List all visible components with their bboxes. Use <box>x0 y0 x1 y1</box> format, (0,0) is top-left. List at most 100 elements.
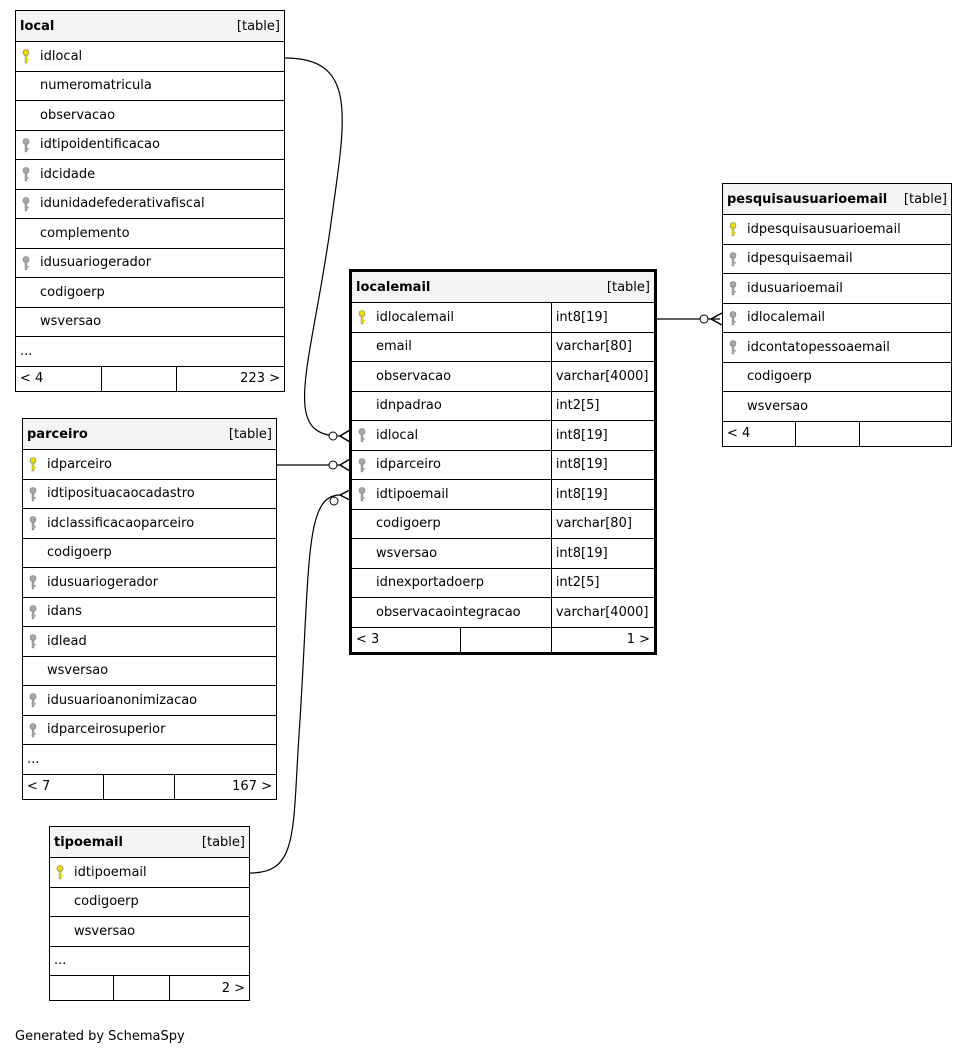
foreign-key-icon <box>358 428 366 443</box>
column-name: wsversao <box>40 314 102 330</box>
column-row[interactable]: observacao <box>16 100 284 131</box>
column-row[interactable]: wsversao int8[19] <box>352 538 654 569</box>
column-row[interactable]: numeromatricula <box>16 70 284 101</box>
foreign-key-icon <box>29 604 37 619</box>
column-row[interactable]: codigoerp <box>16 277 284 308</box>
column-row[interactable]: idlocal <box>16 41 284 72</box>
link-tipoemail-circle <box>329 496 339 506</box>
column-row[interactable]: idtipoemail int8[19] <box>352 479 654 510</box>
column-type: int8[19] <box>550 538 654 569</box>
column-row[interactable]: idpesquisausuarioemail <box>723 214 951 245</box>
foreign-key-icon <box>29 486 37 501</box>
column-type: int8[19] <box>550 479 654 510</box>
column-name: wsversao <box>376 545 438 561</box>
foreign-key-icon <box>358 457 366 472</box>
column-name: idparceiro <box>376 457 441 473</box>
column-name: idparceiro <box>47 456 112 472</box>
column-row[interactable]: codigoerp <box>23 537 276 568</box>
table-name: parceiro <box>27 426 88 442</box>
table-tag: [table] <box>201 834 245 850</box>
column-name: idtiposituacaocadastro <box>47 486 195 502</box>
table-tag: [table] <box>236 18 280 34</box>
link-parceiro-circle <box>328 460 338 470</box>
column-row[interactable]: idunidadefederativafiscal <box>16 188 284 219</box>
foreign-key-icon <box>22 196 30 211</box>
column-row[interactable]: idlead <box>23 626 276 657</box>
column-name: observacao <box>376 368 452 384</box>
column-row[interactable]: idans <box>23 596 276 627</box>
table-header: localemail[table] <box>352 272 654 303</box>
column-name: codigoerp <box>74 894 139 910</box>
foreign-key-icon <box>22 255 30 270</box>
column-row[interactable]: idusuarioanonimizacao <box>23 685 276 716</box>
column-row[interactable]: wsversao <box>723 391 951 422</box>
column-name: idunidadefederativafiscal <box>40 196 205 212</box>
foreign-key-icon <box>729 281 737 296</box>
column-name: idtipoemail <box>376 486 449 502</box>
column-row[interactable]: idusuariogerador <box>16 247 284 278</box>
column-type: varchar[4000] <box>550 597 654 628</box>
column-row[interactable]: idusuarioemail <box>723 273 951 304</box>
footer-right <box>859 420 951 446</box>
primary-key-icon <box>22 49 30 64</box>
column-type: int2[5] <box>550 567 654 598</box>
column-row[interactable]: idtiposituacaocadastro <box>23 478 276 509</box>
column-row[interactable]: observacao varchar[4000] <box>352 361 654 392</box>
footer-left: < 3 <box>352 627 462 652</box>
column-name: email <box>376 339 412 355</box>
column-row[interactable]: idlocalemail <box>723 302 951 333</box>
column-row[interactable]: codigoerp <box>50 886 249 917</box>
foreign-key-icon <box>22 167 30 182</box>
column-row[interactable]: idclassificacaoparceiro <box>23 508 276 539</box>
more-columns-row: ... <box>50 945 249 976</box>
table-pesquisausuarioemail[interactable]: pesquisausuarioemail[table]idpesquisausu… <box>722 183 952 447</box>
column-row[interactable]: idcontatopessoaemail <box>723 332 951 363</box>
column-row[interactable]: wsversao <box>16 306 284 337</box>
column-row[interactable]: idtipoidentificacao <box>16 129 284 160</box>
column-row[interactable]: wsversao <box>23 655 276 686</box>
more-columns-row: ... <box>23 744 276 775</box>
column-row[interactable]: idcidade <box>16 159 284 190</box>
column-row[interactable]: codigoerp <box>723 361 951 392</box>
column-name: idans <box>47 604 82 620</box>
table-footer: < 3 1 > <box>352 626 654 652</box>
table-header: parceiro[table] <box>23 419 276 450</box>
foreign-key-icon <box>29 516 37 531</box>
foreign-key-icon <box>29 693 37 708</box>
link-local-circle <box>328 431 338 441</box>
footer-right: 1 > <box>550 627 654 652</box>
column-name: idparceirosuperior <box>47 722 166 738</box>
column-row[interactable]: idusuariogerador <box>23 567 276 598</box>
column-name: observacao <box>40 107 116 123</box>
column-row[interactable]: idparceirosuperior <box>23 714 276 745</box>
column-row[interactable]: idpesquisaemail <box>723 243 951 274</box>
column-row[interactable]: idparceiro <box>23 449 276 480</box>
foreign-key-icon <box>729 310 737 325</box>
footer-middle <box>113 975 170 1000</box>
table-footer: 2 > <box>50 975 249 1000</box>
footer-middle <box>460 627 552 652</box>
column-name: complemento <box>40 225 130 241</box>
column-type: varchar[80] <box>550 508 654 539</box>
column-name: idlocal <box>40 48 83 64</box>
column-row[interactable]: wsversao <box>50 916 249 947</box>
table-parceiro[interactable]: parceiro[table] idparceiro idtiposituacaoc… <box>22 418 277 800</box>
column-row[interactable]: complemento <box>16 218 284 249</box>
column-type: int8[19] <box>550 420 654 451</box>
column-type: varchar[4000] <box>550 361 654 392</box>
column-name: idlocalemail <box>747 310 826 326</box>
column-row[interactable]: idtipoemail <box>50 857 249 888</box>
